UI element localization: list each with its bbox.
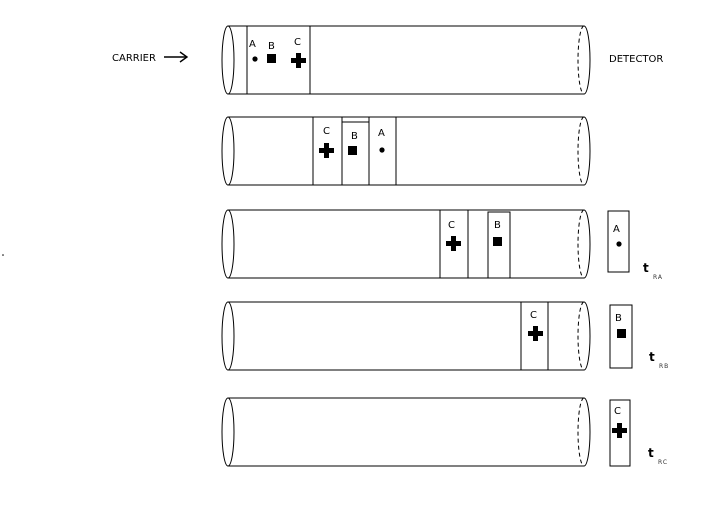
dot-icon [616, 241, 622, 247]
component-c-label: C [294, 37, 301, 48]
detector-label: DETECTOR [609, 54, 663, 65]
right-arrow-icon [164, 51, 189, 63]
dot-icon [252, 56, 258, 62]
column-tube-5 [221, 397, 591, 467]
carrier-label: CARRIER [112, 53, 156, 64]
detector-peak-a: A [607, 210, 630, 273]
plus-icon [612, 423, 627, 438]
component-b-label: B [351, 131, 358, 142]
component-b-label: B [268, 41, 275, 52]
component-c-label: C [614, 406, 621, 417]
retention-subscript-rb: RB [659, 363, 669, 370]
plus-icon [291, 53, 306, 68]
band-group-tube-4: C [520, 301, 549, 371]
retention-subscript-ra: RA [653, 274, 663, 281]
dot-icon [379, 147, 385, 153]
component-b-label: B [494, 220, 501, 231]
component-c-label: C [448, 220, 455, 231]
detector-peak-c: C [609, 399, 631, 467]
plus-icon [319, 143, 334, 158]
retention-time-symbol: t [643, 261, 649, 275]
band-group-tube-3: C B [439, 209, 511, 279]
column-tube-3 [221, 209, 591, 279]
square-icon [267, 54, 276, 63]
band-c [312, 116, 343, 186]
stray-dot [2, 254, 4, 256]
component-c-label: C [530, 310, 537, 321]
component-a-label: A [613, 224, 620, 235]
component-b-label: B [615, 313, 622, 324]
component-c-label: C [323, 126, 330, 137]
retention-time-symbol: t [649, 350, 655, 364]
retention-time-ra: t RA [643, 261, 663, 281]
square-icon [493, 237, 502, 246]
retention-time-symbol: t [648, 446, 654, 460]
square-icon [617, 329, 626, 338]
column-tube-2 [221, 116, 591, 186]
plus-icon [446, 236, 461, 251]
retention-time-rc: t RC [648, 446, 668, 466]
component-a-label: A [378, 128, 385, 139]
band-group-tube-1: A B C [246, 25, 311, 95]
detector-peak-b: B [609, 304, 633, 369]
band-group-tube-2: C B A [312, 116, 397, 186]
plus-icon [528, 326, 543, 341]
square-icon [348, 146, 357, 155]
component-a-label: A [249, 39, 256, 50]
retention-subscript-rc: RC [658, 459, 668, 466]
retention-time-rb: t RB [649, 350, 669, 370]
